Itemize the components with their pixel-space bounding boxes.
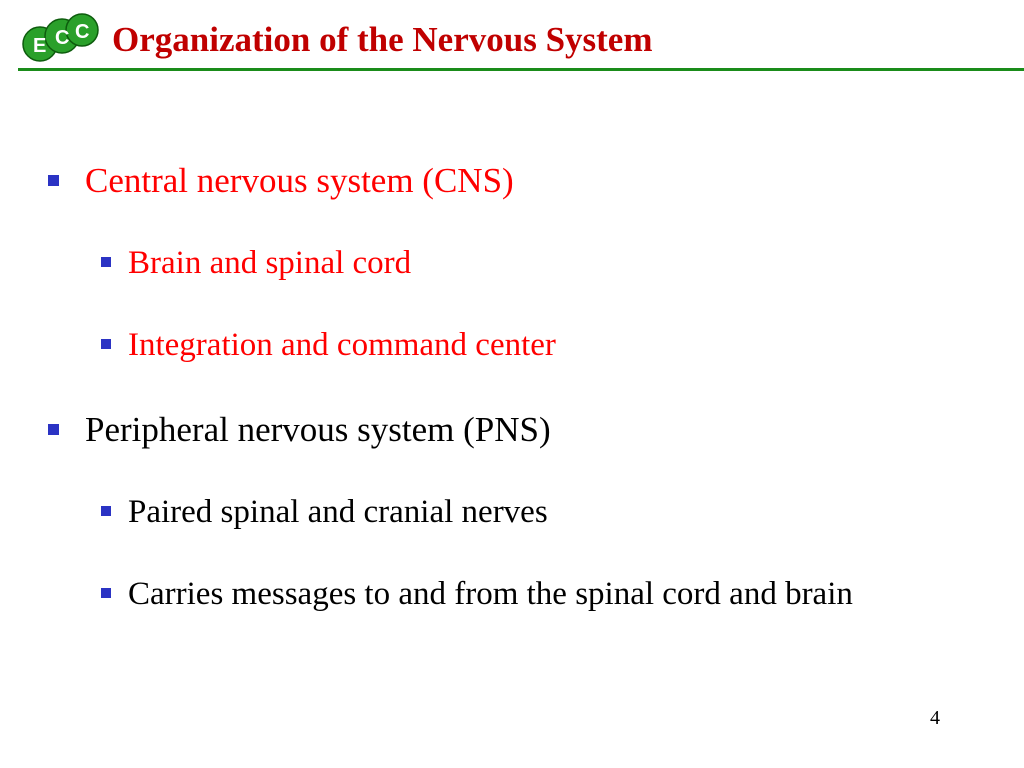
logo-letter-c1: C: [55, 27, 69, 49]
page-number: 4: [930, 707, 940, 729]
slide-title: Organization of the Nervous System: [112, 20, 653, 59]
bullet-text: Peripheral nervous system (PNS): [85, 410, 551, 449]
bullet-item: Peripheral nervous system (PNS): [48, 411, 988, 449]
bullet-text: Brain and spinal cord: [128, 245, 412, 281]
bullet-item: Central nervous system (CNS): [48, 162, 988, 200]
square-bullet-icon: [48, 175, 59, 186]
sub-bullet-item: Integration and command center: [101, 326, 961, 364]
sub-bullet-item: Brain and spinal cord: [101, 244, 961, 282]
square-bullet-icon: [48, 424, 59, 435]
title-divider: [18, 68, 1024, 71]
logo-letter-c2: C: [75, 21, 89, 43]
square-bullet-icon: [101, 257, 111, 267]
square-bullet-icon: [101, 588, 111, 598]
sub-bullet-item: Carries messages to and from the spinal …: [101, 575, 931, 613]
square-bullet-icon: [101, 339, 111, 349]
bullet-text: Paired spinal and cranial nerves: [128, 494, 548, 530]
logo-letter-e: E: [33, 35, 46, 57]
sub-bullet-item: Paired spinal and cranial nerves: [101, 493, 961, 531]
square-bullet-icon: [101, 506, 111, 516]
bullet-text: Carries messages to and from the spinal …: [128, 576, 853, 612]
bullet-text: Central nervous system (CNS): [85, 161, 514, 200]
bullet-text: Integration and command center: [128, 327, 556, 363]
ecc-logo: E C C: [22, 13, 99, 62]
